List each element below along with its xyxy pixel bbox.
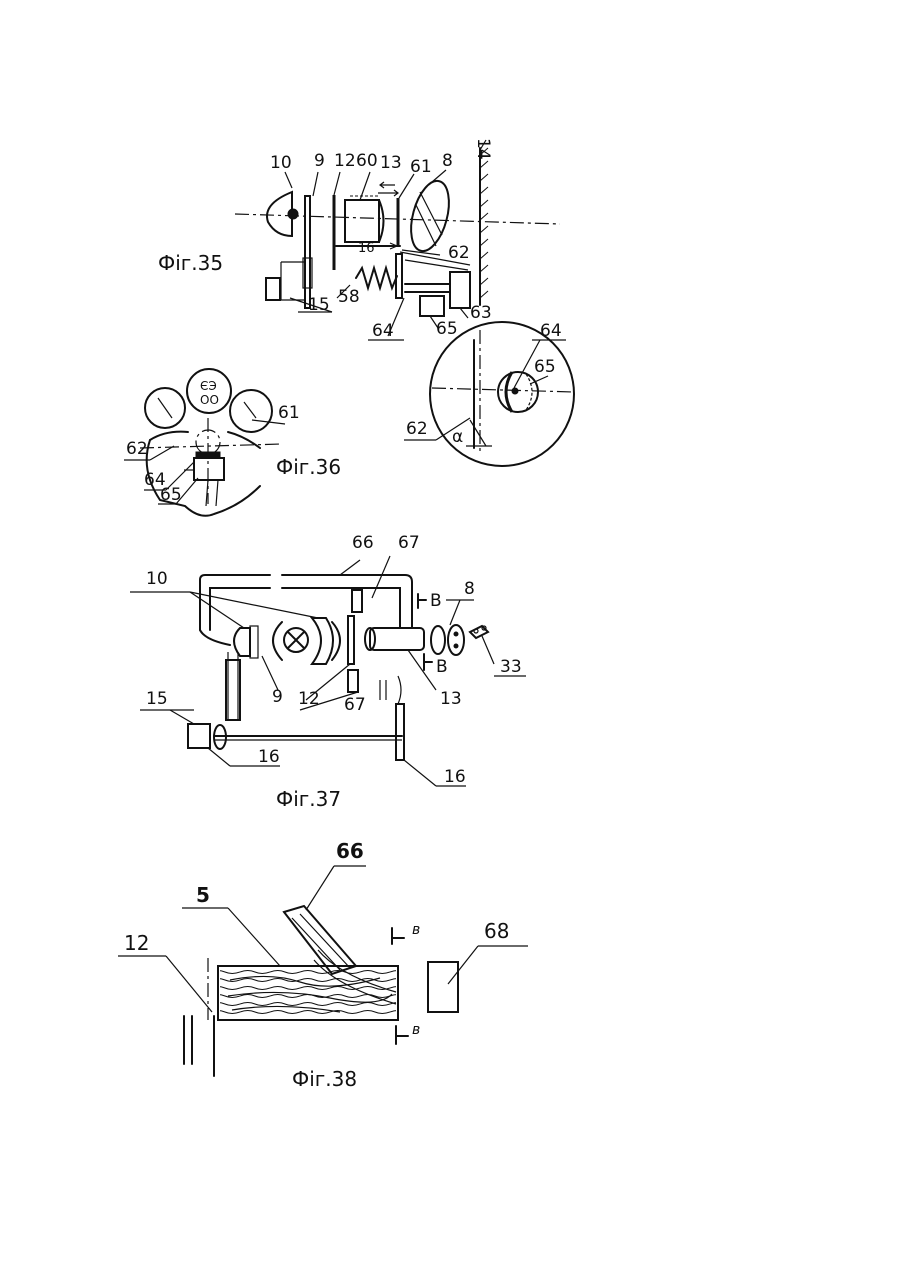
fig37-label: 9 [272, 687, 283, 707]
fig35-label: 8 [442, 151, 453, 171]
fig37-label: 66 [352, 533, 374, 553]
fig36-caption: Фіг.36 [276, 455, 341, 479]
lens-tube-13 [345, 200, 379, 242]
fig37-label: 16 [258, 747, 280, 767]
fig35-label: 13 [380, 153, 402, 173]
fig37-label: 67 [344, 695, 366, 715]
fig35-label: 15 [308, 295, 330, 315]
fig35-label: 64 [372, 321, 394, 341]
fig35-label: 10 [270, 153, 292, 173]
fig37-label: 33 [500, 657, 522, 677]
chain-33 [470, 626, 488, 638]
reflector-10a [234, 628, 250, 656]
svg-text:ОО: ОО [200, 393, 219, 407]
fig35-label: 16 [358, 241, 375, 256]
pulley-16 [396, 704, 404, 760]
detail-label: α [452, 427, 463, 447]
figure-38: 66 5 12 в 68 в Фіг.38 [118, 839, 528, 1091]
lamp-9 [288, 209, 298, 219]
arm-62 [396, 254, 402, 298]
fig36-label: 65 [160, 485, 182, 505]
fig37-label: 16 [444, 767, 466, 787]
detail-label: 64 [540, 321, 562, 341]
fig38-label: 12 [124, 931, 149, 955]
block-68 [428, 962, 458, 1012]
fig37-label: 67 [398, 533, 420, 553]
fig37-label: В [436, 657, 448, 677]
fig37-label: 12 [298, 689, 320, 709]
fig35-label: 60 [356, 151, 378, 171]
figure-37: 66 67 10 8 В В 33 9 12 13 67 15 16 16 Фі… [130, 533, 526, 811]
fig37-caption: Фіг.37 [276, 787, 341, 811]
fig35-label: 61 [410, 157, 432, 177]
fig38-label: 68 [484, 919, 509, 943]
fig38-label: 66 [336, 839, 364, 863]
fig36-label: 62 [126, 439, 148, 459]
fig35-label: 14 [473, 138, 493, 160]
gear-shaft-64 [405, 284, 450, 292]
fig36-label: 61 [278, 403, 300, 423]
fig37-label: 13 [440, 689, 462, 709]
wall-hatching [480, 148, 488, 298]
fig35-caption: Фіг.35 [158, 251, 223, 275]
motor-15 [266, 278, 280, 300]
motor-63 [450, 272, 470, 308]
fig38-label: в [412, 1022, 420, 1038]
fig38-label: 5 [196, 883, 210, 907]
fig37-label: 15 [146, 689, 168, 709]
fig35-label: 9 [314, 151, 325, 171]
spring-58 [356, 268, 397, 288]
fig35-label: 65 [436, 319, 458, 339]
fig38-label: в [412, 922, 420, 938]
fig35-label: 58 [338, 287, 360, 307]
motor-15 [188, 724, 210, 748]
figure-36: ЄЭ ОО 61 62 64 65 Фіг.36 [124, 369, 341, 516]
figure-35: 10 9 12 60 13 61 8 14 16 62 58 63 15 64 … [158, 138, 574, 466]
svg-text:ЄЭ: ЄЭ [200, 379, 217, 393]
detail-label: 62 [406, 419, 428, 439]
fig37-label: 8 [464, 579, 475, 599]
fig37-label: В [430, 591, 442, 611]
fig35-label: 62 [448, 243, 470, 263]
disc-8b [448, 625, 464, 655]
fig37-label: 10 [146, 569, 168, 589]
fig38-caption: Фіг.38 [292, 1067, 357, 1091]
fig35-label: 12 [334, 151, 356, 171]
disc-8a [431, 626, 445, 654]
fig35-label: 63 [470, 303, 492, 323]
drive-block-65 [194, 458, 224, 480]
drive-65 [420, 296, 444, 316]
lens-tube-13 [370, 628, 424, 650]
reflector-10b [312, 618, 333, 664]
inlet-tube-66 [284, 906, 356, 974]
shutter-12 [348, 616, 354, 664]
disc-9 [305, 196, 310, 308]
detail-label: 65 [534, 357, 556, 377]
